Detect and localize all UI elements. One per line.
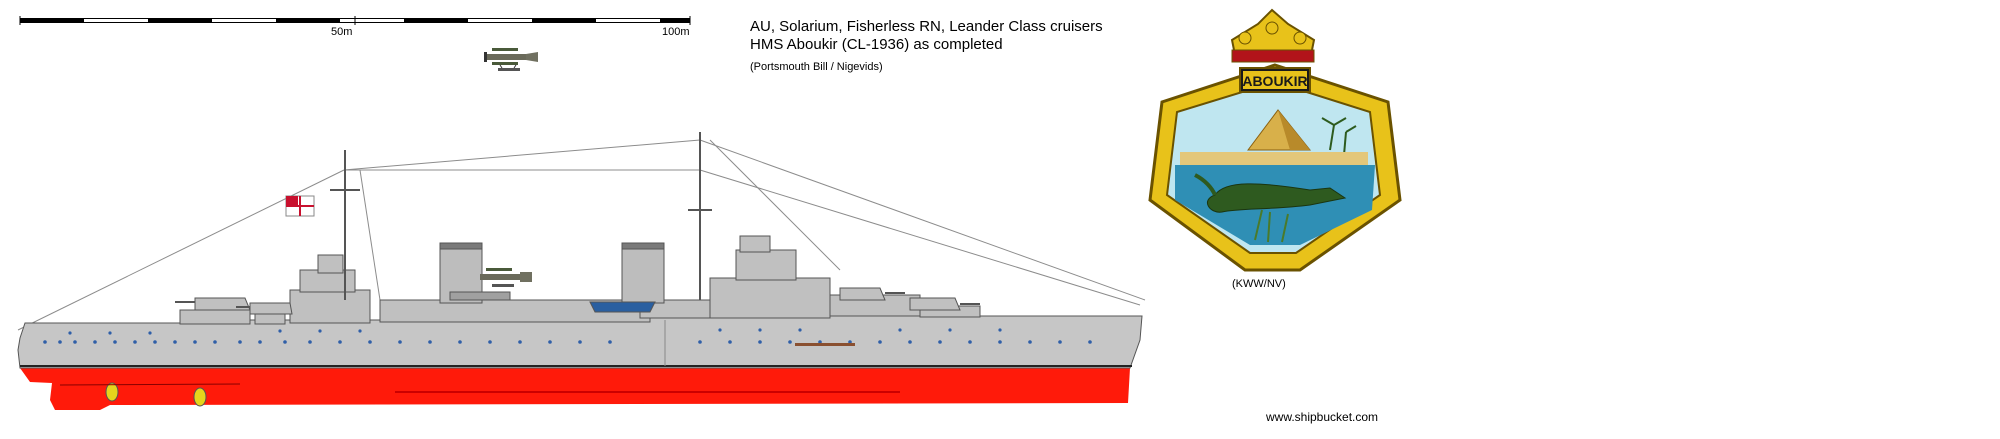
seaplane-icon bbox=[484, 48, 538, 71]
site-link[interactable]: www.shipbucket.com bbox=[1266, 410, 1379, 424]
title-line-1: AU, Solarium, Fisherless RN, Leander Cla… bbox=[750, 18, 1103, 35]
palm-tree-icon bbox=[1321, 117, 1357, 156]
masts bbox=[330, 132, 712, 300]
hull-underwater bbox=[20, 368, 1130, 410]
title-block: AU, Solarium, Fisherless RN, Leander Cla… bbox=[750, 18, 1103, 74]
scale-label-100: 100m bbox=[662, 26, 690, 38]
badge-credit: (KWW/NV) bbox=[1232, 278, 1286, 290]
naval-crown-icon bbox=[1230, 8, 1316, 63]
crocodile-icon bbox=[1194, 173, 1347, 213]
superstructure bbox=[179, 235, 981, 325]
drawing-credits: (Portsmouth Bill / Nigevids) bbox=[750, 61, 883, 73]
badge-name: ABOUKIR bbox=[1242, 73, 1307, 89]
catapult-seaplane-icon bbox=[480, 268, 532, 287]
scale-bar bbox=[19, 16, 691, 25]
scale-label-50: 50m bbox=[331, 26, 353, 38]
ships-badge: ABOUKIR bbox=[1148, 8, 1402, 272]
ensign-flag-icon bbox=[285, 195, 315, 217]
gun-barrels bbox=[175, 292, 980, 308]
title-line-2: HMS Aboukir (CL-1936) as completed bbox=[750, 36, 1003, 53]
